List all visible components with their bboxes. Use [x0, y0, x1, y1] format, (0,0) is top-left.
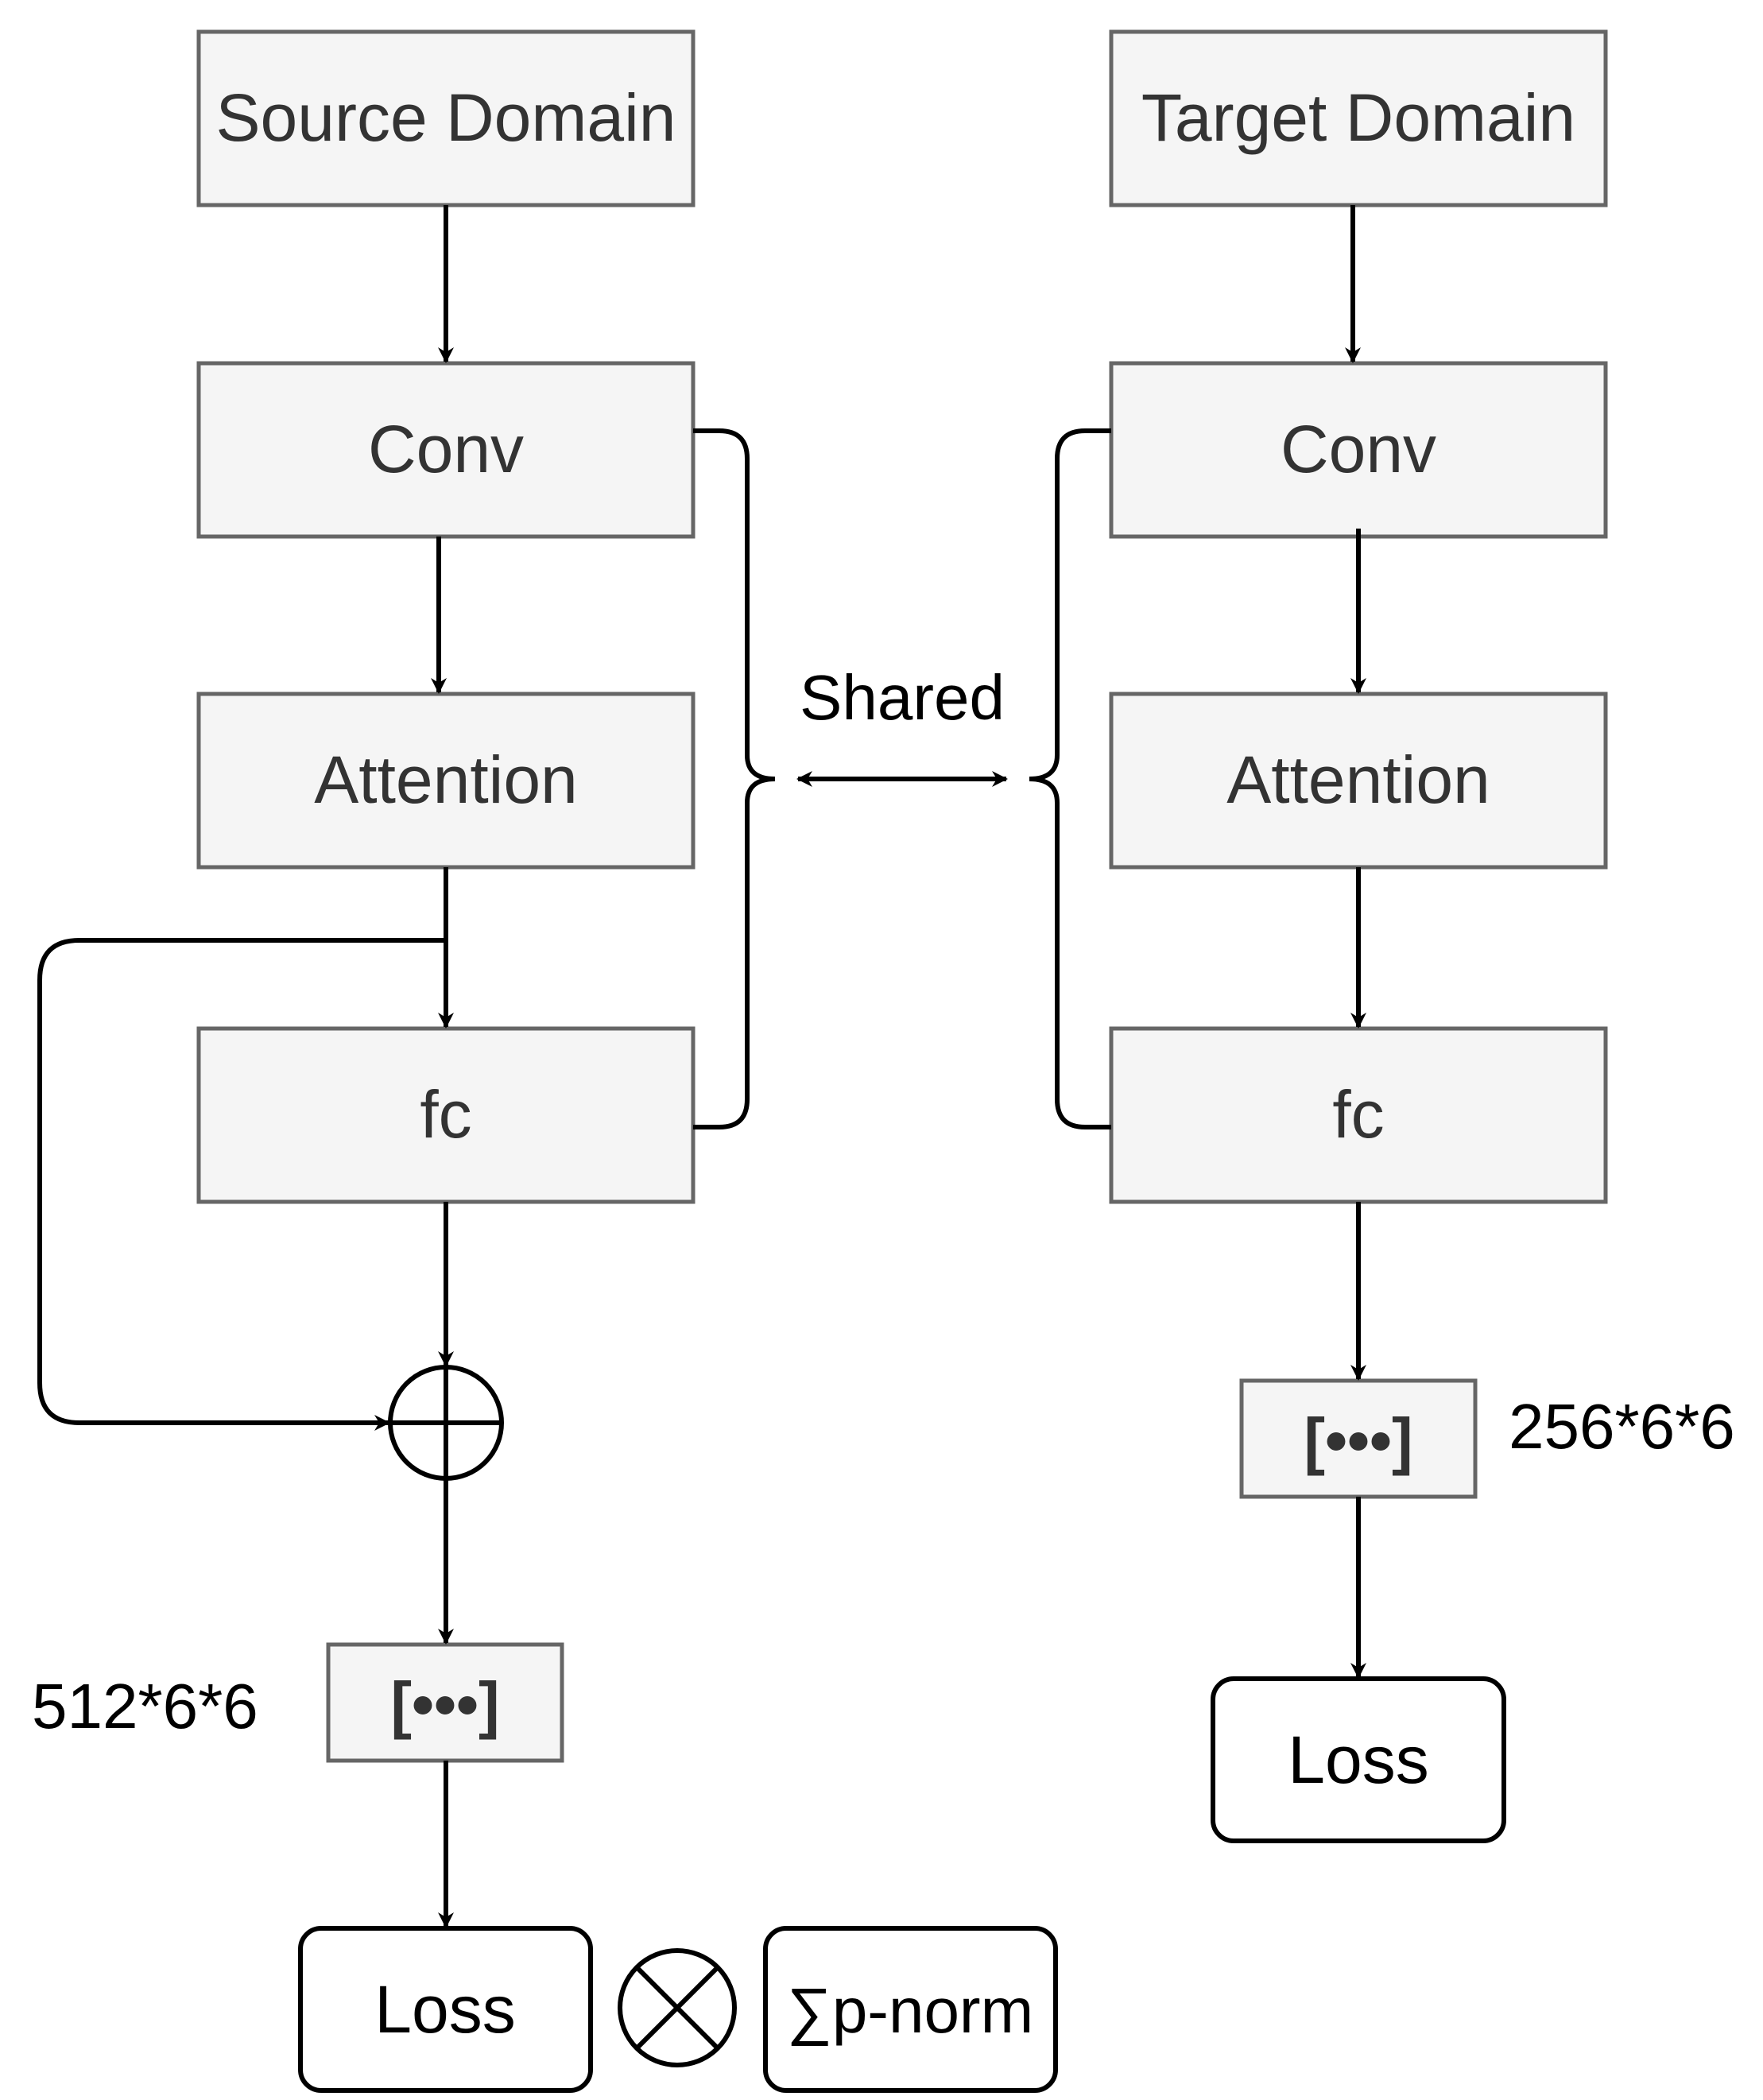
source-vector-label: [•••] — [390, 1669, 499, 1740]
source-fc-label: fc — [420, 1077, 471, 1152]
target-arrows — [1345, 205, 1366, 1679]
target-vector-box: [•••] — [1239, 1378, 1478, 1499]
source-add-circle — [388, 1365, 504, 1481]
source-conv-label: Conv — [368, 412, 524, 486]
target-domain-box: Target Domain — [1109, 29, 1608, 207]
target-attention-label: Attention — [1226, 742, 1490, 817]
target-loss-box: Loss — [1211, 1676, 1506, 1843]
source-domain-box: Source Domain — [196, 29, 696, 207]
shared-label: Shared — [800, 662, 1005, 733]
target-fc-box: fc — [1109, 1026, 1608, 1204]
target-conv-label: Conv — [1281, 412, 1436, 486]
source-conv-box: Conv — [196, 361, 696, 539]
multiply-symbol — [618, 1948, 737, 2067]
shared-brace-right — [1029, 428, 1111, 1129]
source-loss-label: Loss — [374, 1972, 515, 2047]
pnorm-label: ∑p-norm — [787, 1975, 1033, 2046]
source-dim-label: 512*6*6 — [32, 1671, 258, 1742]
target-dim-label: 256*6*6 — [1509, 1391, 1735, 1462]
source-arrows — [37, 205, 454, 1928]
target-vector-label: [•••] — [1304, 1405, 1412, 1476]
pnorm-box: ∑p-norm — [763, 1926, 1058, 2093]
source-vector-box: [•••] — [326, 1642, 564, 1763]
target-fc-label: fc — [1332, 1077, 1384, 1152]
shared-brace-left — [693, 428, 776, 1129]
source-attention-box: Attention — [196, 692, 696, 870]
source-domain-label: Source Domain — [216, 80, 676, 155]
source-fc-box: fc — [196, 1026, 696, 1204]
source-attention-label: Attention — [314, 742, 578, 817]
target-attention-box: Attention — [1109, 692, 1608, 870]
target-domain-label: Target Domain — [1141, 80, 1575, 155]
source-loss-box: Loss — [298, 1926, 593, 2093]
target-conv-box: Conv — [1109, 361, 1608, 539]
target-loss-label: Loss — [1288, 1722, 1428, 1797]
